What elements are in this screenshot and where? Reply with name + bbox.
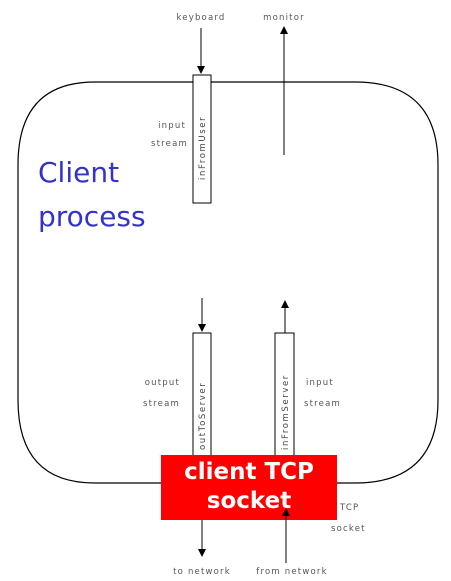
in-from-user-stream-name: inFromUser [198,116,208,180]
client-tcp-socket-label-line1: client TCP [184,459,314,485]
in-from-server-label-line1: input [306,378,334,388]
tcp-socket-side-label-line1: TCP [339,503,359,513]
out-to-server-label-line2: stream [143,399,180,409]
monitor-label: monitor [263,13,305,23]
in-from-server-stream-name: inFromServer [281,374,291,450]
to-network-label: to network [173,567,231,577]
client-process-boundary [17,81,439,484]
keyboard-label: keyboard [176,13,225,23]
out-to-server-label-line1: output [145,378,180,388]
client-tcp-socket [161,455,337,520]
tcp-socket-side-label-line2: socket [331,524,366,534]
from-network-label: from network [256,567,327,577]
out-to-server-stream-name: outToServer [198,382,208,450]
in-from-user-label-line2: stream [151,139,188,149]
in-from-server-label-line2: stream [304,399,341,409]
in-from-user-stream-box [192,74,212,204]
in-from-user-label-line1: input [158,121,186,131]
client-process-label-line1: Client [38,156,119,189]
client-process-label-line2: process [38,200,146,233]
client-tcp-socket-label-line2: socket [207,488,291,514]
